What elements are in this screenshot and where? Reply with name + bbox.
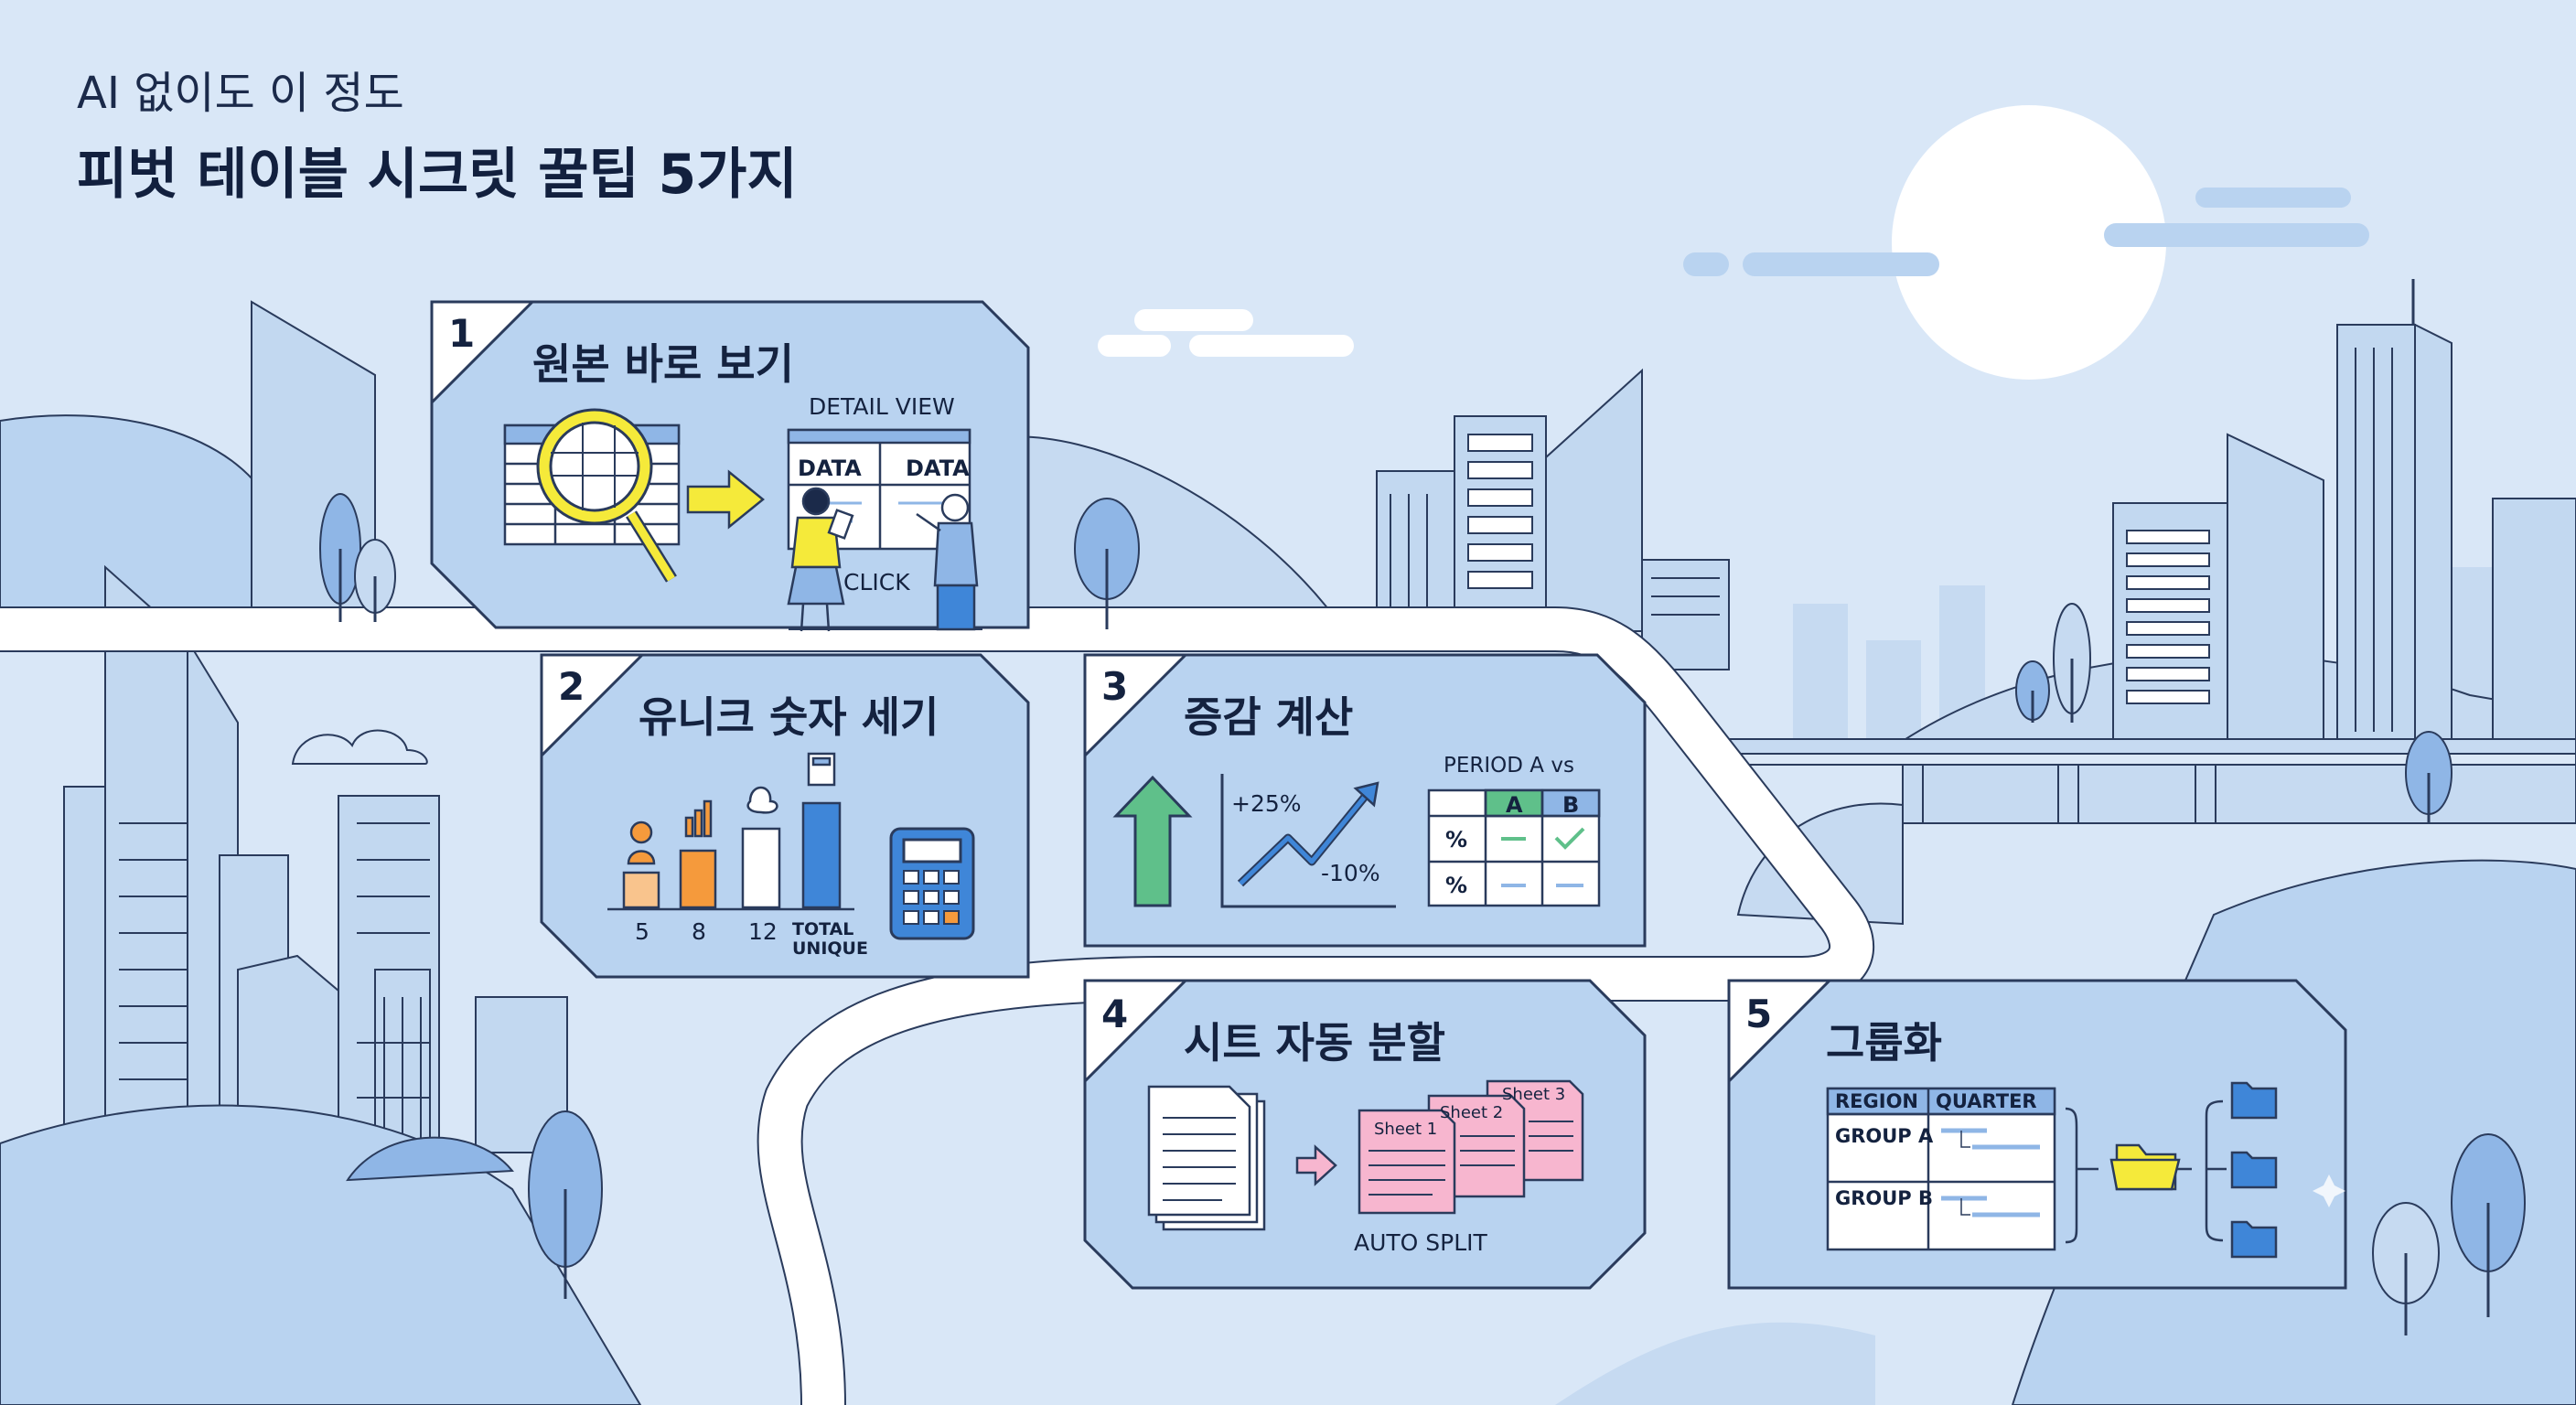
percent-row-2: % [1445,873,1468,898]
change-calc-illustration [1112,774,1601,908]
sheet-1-label: Sheet 1 [1374,1120,1438,1139]
sparkle-icon [2313,1174,2345,1207]
sun-icon [1892,105,2166,380]
folder-icon [2109,1143,2181,1191]
magnifier-icon [536,408,677,583]
tip-number: 5 [1745,992,1773,1036]
tip-number: 4 [1101,992,1129,1036]
group-b-label: GROUP B [1835,1187,1934,1209]
click-label: CLICK [843,569,910,595]
page-subtitle: AI 없이도 이 정도 [77,68,404,119]
tip-card-2: 2 유니크 숫자 세기 [540,653,1030,979]
person-woman-icon [787,487,854,632]
tip-card-1: 1 원본 바로 보기 [430,300,1030,632]
group-a-label: GROUP A [1835,1125,1934,1147]
page-title: 피벗 테이블 시크릿 꿀팁 5가지 [77,143,798,207]
tip-card-5: 5 그룹화 [1727,979,2347,1290]
road-path [0,606,1874,1405]
count-value-2: 8 [692,918,706,945]
arrow-right-icon [686,469,765,530]
detail-view-label: DETAIL VIEW [809,393,955,420]
column-b-header: B [1562,792,1580,818]
document-stack-icon [1147,1085,1266,1231]
auto-split-label: AUTO SPLIT [1354,1229,1487,1256]
tip-number: 3 [1101,664,1129,709]
quarter-header: QUARTER [1936,1090,2037,1112]
group-table [1826,1087,2056,1251]
period-label: PERIOD A vs [1444,754,1574,778]
tip-title: 증감 계산 [1184,692,1354,742]
detail-view-illustration [503,408,982,632]
folder-icon [2230,1081,2278,1259]
total-label: TOTAL UNIQUE [792,919,868,959]
tip-title: 시트 자동 분할 [1184,1018,1445,1067]
arrow-right-icon [1295,1144,1337,1186]
calculator-icon [889,827,975,940]
tip-card-4: 4 시트 자동 분할 Sheet 3 [1083,979,1647,1290]
sheet-3-label: Sheet 3 [1502,1085,1566,1104]
total-text: TOTAL [792,919,854,939]
sheet-split-illustration [1147,1079,1584,1231]
percent-row-1: % [1445,827,1468,853]
tip-number: 2 [558,664,585,709]
tip-card-3: 3 증감 계산 + [1083,653,1647,948]
tip-number: 1 [448,311,476,356]
unique-count-illustration [607,752,975,940]
data-header-2: DATA [906,456,970,481]
count-value-1: 5 [635,918,649,945]
sheet-2-label: Sheet 2 [1440,1103,1504,1122]
count-value-3: 12 [748,918,778,945]
increase-label: +25% [1231,790,1302,817]
tip-title: 원본 바로 보기 [532,339,794,389]
tip-title: 그룹화 [1826,1018,1942,1067]
decrease-label: -10% [1321,860,1380,886]
tip-title: 유니크 숫자 세기 [639,692,939,742]
data-header-1: DATA [798,456,862,481]
region-header: REGION [1835,1090,1918,1112]
grouping-illustration [1826,1081,2345,1259]
sheet-icon [1358,1079,1584,1215]
arrow-up-icon [1112,775,1193,907]
unique-text: UNIQUE [792,938,868,959]
column-a-header: A [1506,792,1523,818]
